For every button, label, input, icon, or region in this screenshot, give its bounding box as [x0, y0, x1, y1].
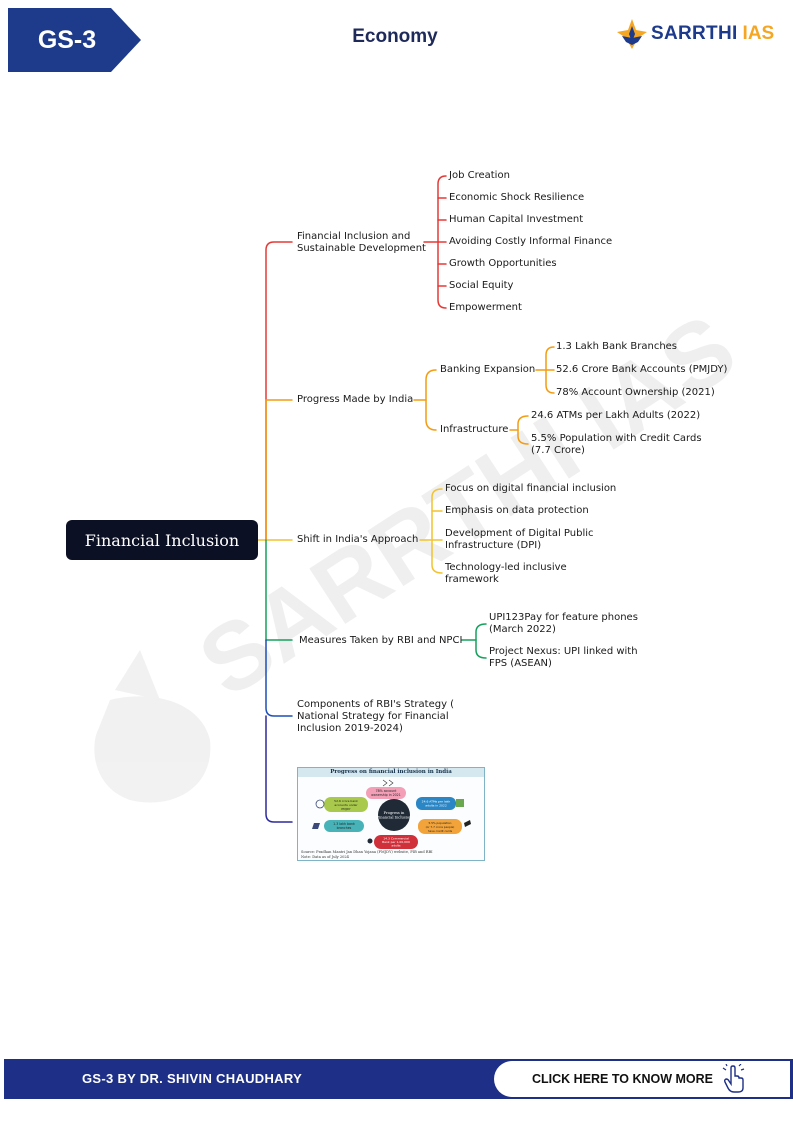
know-more-button[interactable]: CLICK HERE TO KNOW MORE — [494, 1061, 790, 1097]
svg-text:1.3 lakh bank: 1.3 lakh bank — [333, 822, 355, 826]
atm-icon — [456, 799, 464, 807]
svg-text:accounts under: accounts under — [334, 803, 358, 807]
branch-progress-made-by-india: Progress Made by India — [297, 394, 414, 405]
svg-text:adults in 2022: adults in 2022 — [425, 804, 447, 808]
people-icon — [382, 779, 394, 787]
svg-text:Bank per 1,00,000: Bank per 1,00,000 — [382, 840, 410, 844]
svg-text:5.5% population: 5.5% population — [429, 821, 452, 825]
brand-name: SARRTHI — [651, 23, 738, 44]
sub-banking-expansion: Banking Expansion — [440, 364, 536, 375]
svg-text:14.3 Commercial: 14.3 Commercial — [383, 837, 409, 841]
person-icon — [367, 838, 373, 844]
leaf-upi123pay: UPI123Pay for feature phones (March 2022… — [489, 612, 638, 635]
gs-tag-label: GS-3 — [37, 26, 97, 54]
leaf-empowerment: Empowerment — [449, 302, 522, 313]
leaf-account-ownership: 78% Account Ownership (2021) — [556, 387, 715, 398]
infographic-bubble-pmjdy-accounts — [324, 797, 368, 812]
pointer-hand-icon — [722, 1064, 745, 1093]
leaf-technology-led-framework: Technology-led inclusive framework — [445, 562, 567, 585]
card-icon — [464, 820, 471, 827]
leaf-atms-per-lakh: 24.6 ATMs per Lakh Adults (2022) — [531, 410, 701, 421]
leaf-dpi: Development of Digital Public Infrastruc… — [445, 528, 594, 551]
sub-infrastructure: Infrastructure — [440, 424, 509, 435]
leaf-growth-opportunities: Growth Opportunities — [449, 258, 557, 269]
leaf-human-capital-investment: Human Capital Investment — [449, 214, 584, 225]
infographic-title: Progress on financial inclusion in India — [298, 768, 484, 777]
branch-measures-rbi-npci: Measures Taken by RBI and NPCI — [299, 635, 463, 646]
leaf-bank-accounts-pmjdy: 52.6 Crore Bank Accounts (PMJDY) — [556, 364, 728, 375]
leaf-bank-branches: 1.3 Lakh Bank Branches — [556, 341, 678, 352]
svg-text:78% account: 78% account — [376, 789, 398, 793]
infographic-source: Source: Pradhan Mantri Jan Dhan Yojana (… — [301, 850, 433, 859]
emblem-icon — [315, 799, 325, 809]
financial-inclusion-infographic: Progress on financial inclusion in India… — [297, 767, 485, 861]
svg-text:PMJDY: PMJDY — [341, 807, 350, 811]
footer-banner: GS-3 BY DR. SHIVIN CHAUDHARY CLICK HERE … — [4, 1059, 793, 1099]
svg-text:ownership in 2021: ownership in 2021 — [371, 793, 400, 797]
leaf-digital-financial-inclusion: Focus on digital financial inclusion — [445, 483, 617, 494]
infographic-center-label-2: Financial Inclusion — [377, 816, 412, 820]
infographic-center-circle — [378, 799, 410, 831]
svg-text:adults: adults — [391, 844, 401, 848]
bank-icon — [312, 823, 320, 829]
footer-author-text: GS-3 BY DR. SHIVIN CHAUDHARY — [82, 1071, 303, 1086]
infographic-bubble-atms — [416, 797, 456, 810]
infographic-graphic: Progress in Financial Inclusion 78% acco… — [312, 779, 471, 849]
infographic-bubble-commercial-banks — [374, 835, 418, 849]
leaf-project-nexus: Project Nexus: UPI linked with FPS (ASEA… — [489, 646, 638, 669]
leaf-avoiding-costly-informal-finance: Avoiding Costly Informal Finance — [449, 236, 613, 247]
subject-title: Economy — [352, 26, 438, 47]
infographic-center-label-1: Progress in — [384, 811, 405, 815]
svg-text:(or 7.7 crore people): (or 7.7 crore people) — [426, 825, 455, 829]
svg-text:24.6 ATMs per lakh: 24.6 ATMs per lakh — [422, 800, 451, 804]
gs-tag-arrow-shape — [8, 8, 141, 72]
leaf-economic-shock-resilience: Economic Shock Resilience — [449, 192, 585, 203]
infographic-bubble-bank-branches — [324, 820, 364, 832]
infographic-bubble-account-ownership — [366, 787, 406, 799]
leaf-social-equity: Social Equity — [449, 280, 514, 291]
infographic-bubble-credit-cards — [418, 819, 462, 834]
svg-text:have credit cards: have credit cards — [428, 829, 453, 833]
brand-accent: IAS — [742, 23, 775, 44]
branch-rbi-strategy-components: Components of RBI's Strategy ( National … — [297, 699, 455, 734]
svg-text:branches: branches — [337, 826, 352, 830]
branch-financial-inclusion-sustainable-development: Financial Inclusion and Sustainable Deve… — [297, 231, 426, 254]
branch-shift-in-approach: Shift in India's Approach — [297, 534, 419, 545]
leaf-job-creation: Job Creation — [449, 170, 510, 181]
brand-logo-group[interactable]: SARRTHI IAS — [616, 18, 774, 50]
svg-text:52.6 crore bank: 52.6 crore bank — [334, 799, 358, 803]
know-more-label: CLICK HERE TO KNOW MORE — [532, 1072, 714, 1086]
gs-tag-badge: GS-3 — [8, 8, 141, 72]
leaf-data-protection: Emphasis on data protection — [445, 505, 589, 516]
star-emblem-icon — [617, 19, 647, 49]
leaf-credit-cards: 5.5% Population with Credit Cards (7.7 C… — [531, 433, 702, 456]
mindmap-root-node: Financial Inclusion — [66, 520, 258, 560]
